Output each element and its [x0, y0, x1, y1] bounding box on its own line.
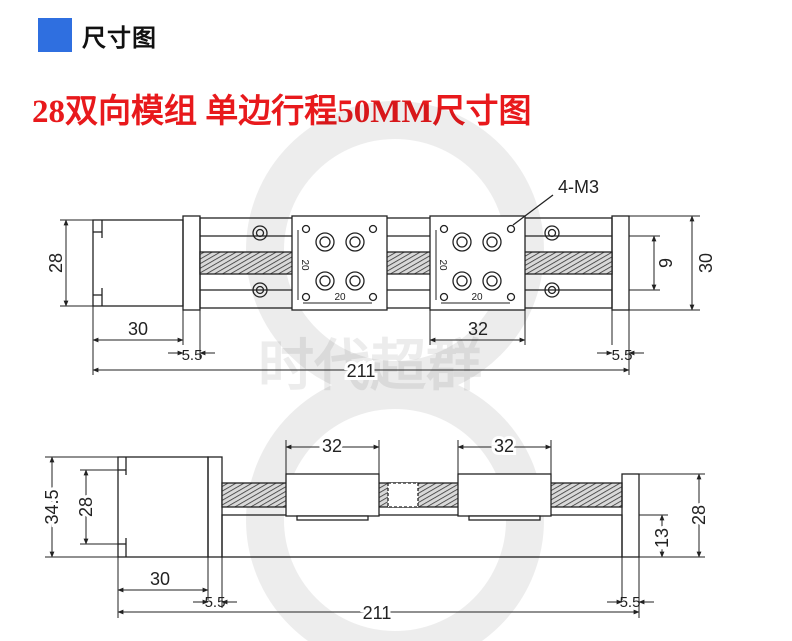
carriage-right-side — [457, 473, 552, 517]
dim-top-carriage: 32 — [468, 319, 488, 339]
top-dimension-lines — [60, 215, 700, 375]
coupling — [387, 482, 419, 508]
header-label: 尺寸图 — [82, 24, 157, 52]
carriage-left-side — [285, 473, 380, 517]
watermark-text: 时代超群 — [258, 334, 482, 399]
dim-top-height-right: 30 — [696, 253, 716, 273]
dim-top-hole-y1: 20 — [299, 259, 310, 271]
left-end-plate — [182, 215, 201, 311]
lead-screw-side — [221, 482, 623, 508]
dim-top-motor-length: 30 — [128, 319, 148, 339]
carriage-left-holes — [301, 224, 378, 302]
section-header: 尺寸图 — [38, 18, 157, 52]
right-end-plate-side — [621, 473, 640, 558]
motor-side — [117, 456, 209, 558]
top-view — [60, 194, 700, 375]
header-accent-square — [38, 18, 72, 52]
left-end-block-side — [207, 456, 223, 558]
dim-side-carriage-right: 32 — [494, 436, 514, 456]
callout-leader — [512, 194, 554, 226]
dim-top-height-left: 28 — [46, 253, 66, 273]
dim-top-hole-y2: 20 — [437, 259, 448, 271]
callout-4-m3: 4-M3 — [558, 177, 599, 197]
dim-side-total-height: 34.5 — [42, 489, 62, 524]
dim-side-end-left: 5.5 — [205, 594, 226, 611]
dim-side-end-right: 5.5 — [620, 594, 641, 611]
dim-top-nine: 9 — [656, 258, 676, 268]
dim-side-right-height: 28 — [689, 505, 709, 525]
carriage-right-holes — [439, 224, 516, 302]
dim-top-hole-x2: 20 — [471, 292, 483, 303]
motor-body — [92, 219, 184, 307]
dim-side-total: 211 — [363, 603, 392, 623]
dim-side-motor-length: 30 — [150, 569, 170, 589]
side-view — [45, 440, 705, 618]
dim-top-total: 211 — [347, 361, 376, 381]
dim-side-motor-height: 28 — [76, 497, 96, 517]
dim-side-carriage-left: 32 — [322, 436, 342, 456]
side-dimension-lines — [45, 440, 705, 618]
lead-screw — [199, 251, 613, 275]
right-end-plate — [611, 215, 630, 311]
rail-holes — [252, 225, 560, 298]
dim-top-end-right: 5.5 — [612, 347, 633, 364]
dim-top-end-left: 5.5 — [182, 347, 203, 364]
dim-side-base: 13 — [652, 528, 672, 548]
dim-top-hole-x1: 20 — [334, 292, 346, 303]
diagram-title: 28双向模组 单边行程50MM尺寸图 — [32, 94, 532, 130]
